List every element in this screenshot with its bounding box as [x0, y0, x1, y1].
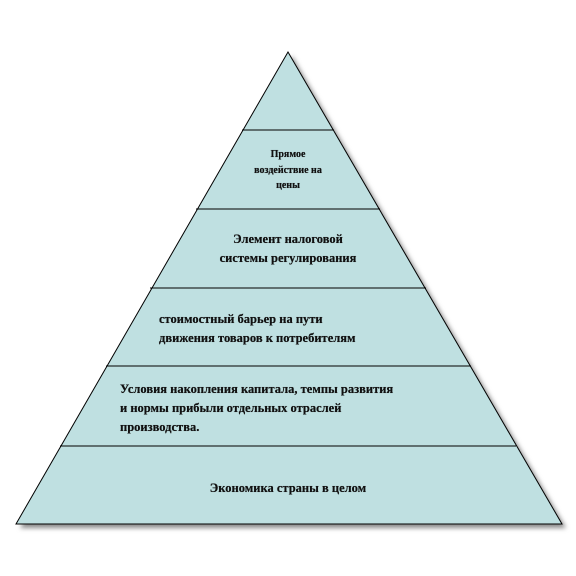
level-label-line: Прямое	[270, 149, 306, 160]
level-label-tax-system-element: Элемент налоговой системы регулирования	[178, 230, 398, 269]
level-label-direct-price-impact: Прямое воздействие на цены	[230, 147, 346, 194]
level-label-capital-accumulation: Условия накопления капитала, темпы разви…	[120, 380, 460, 436]
level-label-line: движения товаров к потребителям	[159, 331, 356, 346]
level-label-line: Условия накопления капитала, темпы разви…	[120, 382, 394, 396]
level-label-line: системы регулирования	[219, 251, 357, 266]
level-label-line: Экономика страны в целом	[209, 481, 367, 495]
level-label-national-economy: Экономика страны в целом	[100, 480, 476, 497]
level-label-line: воздействие на	[254, 164, 322, 176]
level-label-cost-barrier: стоимостный барьер на пути движения това…	[159, 310, 419, 349]
level-label-line: стоимостный барьер на пути	[159, 312, 323, 326]
level-label-line: и нормы прибыли отдельных отраслей	[120, 400, 342, 415]
level-label-line: Элемент налоговой	[233, 232, 343, 246]
level-label-line: производства.	[120, 419, 200, 434]
level-label-line: цены	[276, 180, 300, 191]
